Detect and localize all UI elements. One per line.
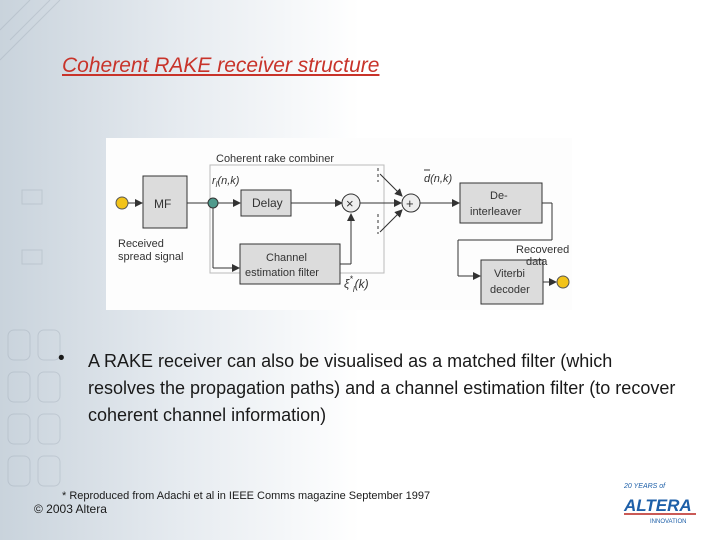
logo-wordmark: ALTERA	[623, 496, 692, 515]
viterbi-line1: Viterbi	[494, 268, 525, 280]
combiner-label: Coherent rake combiner	[216, 153, 334, 165]
output-node	[556, 275, 570, 289]
mf-label: MF	[154, 197, 171, 211]
split-node	[207, 197, 219, 209]
logo-bottom-line: INNOVATION	[650, 519, 686, 525]
received-label-line1: Received	[118, 238, 164, 250]
recovered-label-line2: data	[526, 256, 548, 268]
altera-logo: 20 YEARS of ALTERA INNOVATION	[623, 483, 696, 525]
d-estimate-label: d(n,k)	[424, 173, 452, 185]
mf-box	[142, 175, 188, 229]
delay-box	[240, 189, 292, 217]
deinterleaver-line1: De-	[490, 190, 508, 202]
input-node	[115, 196, 129, 210]
delay-label: Delay	[252, 196, 283, 210]
logo-top-line: 20 YEARS of	[623, 483, 666, 490]
other-fingers-inputs	[377, 168, 403, 234]
received-label-line2: spread signal	[118, 251, 183, 263]
bullet-text: A RAKE receiver can also be visualised a…	[88, 351, 676, 425]
multiply-symbol: ×	[346, 196, 354, 211]
footnote: * Reproduced from Adachi et al in IEEE C…	[62, 490, 431, 502]
deinterleaver-box	[459, 182, 543, 224]
channel-filter-line1: Channel	[266, 252, 307, 264]
rake-receiver-diagram: Coherent rake combiner MF Received sprea…	[106, 138, 572, 310]
deinterleaver-line2: interleaver	[470, 206, 522, 218]
channel-filter-line2: estimation filter	[245, 267, 319, 279]
recovered-label-line1: Recovered	[516, 244, 569, 256]
channel-estimation-filter-box	[239, 243, 341, 285]
bullet-marker: •	[58, 348, 65, 369]
viterbi-line2: decoder	[490, 284, 530, 296]
copyright: © 2003 Altera	[34, 502, 107, 516]
xi-conjugate-label: ξ*l(k)	[344, 274, 369, 294]
r-signal-label: rl(n,k)	[212, 175, 240, 189]
slide-title: Coherent RAKE receiver structure	[62, 54, 380, 77]
sum-symbol: +	[406, 196, 414, 211]
